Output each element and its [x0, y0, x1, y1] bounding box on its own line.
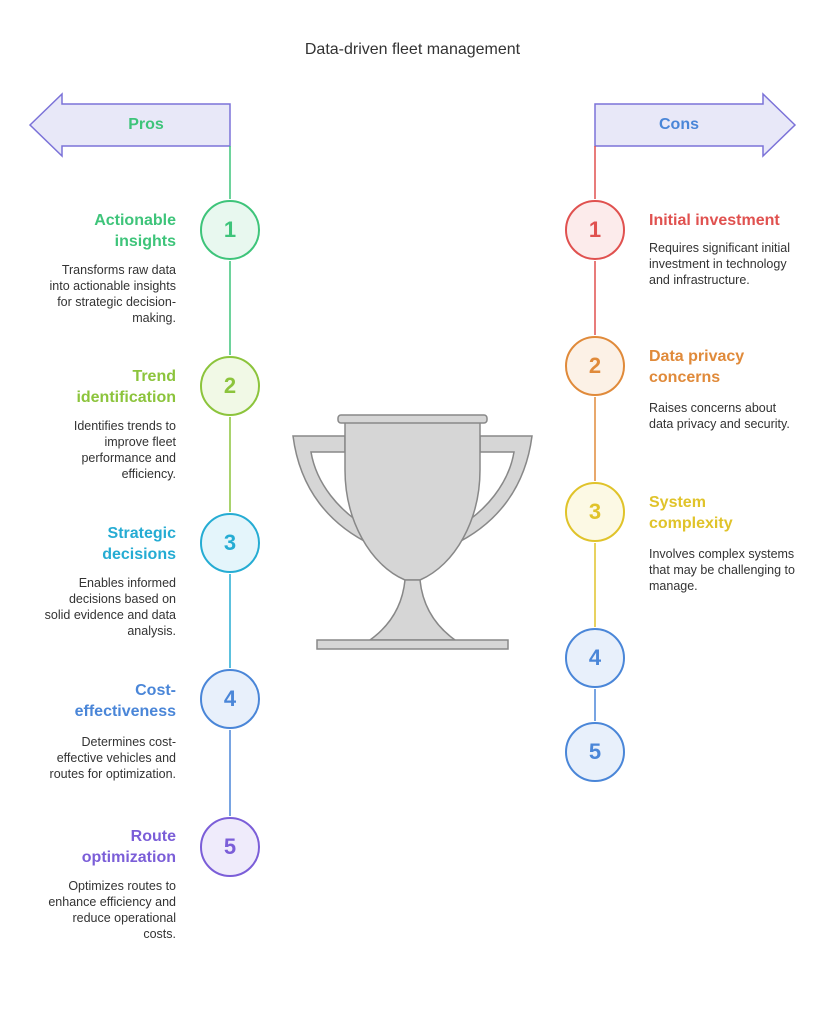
cons-label: Cons [659, 116, 699, 133]
cons-step-1-circle: 1 [565, 200, 625, 260]
pros-step-2-circle: 2 [200, 356, 260, 416]
pros-step-5-desc: Optimizes routes to enhance efficiency a… [48, 879, 176, 941]
cons-step-3-circle: 3 [565, 482, 625, 542]
pros-step-2-desc: Identifies trends to improve fleet perfo… [73, 419, 176, 481]
cons-step-2-heading: Data privacy concerns [649, 348, 745, 386]
pros-step-3-desc: Enables informed decisions based on soli… [44, 576, 176, 638]
pros-step-1-circle: 1 [200, 200, 260, 260]
cons-step-1-heading: Initial investment [649, 212, 780, 229]
cons-step-3-desc: Involves complex systems that may be cha… [649, 547, 795, 593]
cons-step-2-circle: 2 [565, 336, 625, 396]
trophy-icon [292, 414, 533, 650]
cons-step-3-heading: System complexity [649, 494, 733, 532]
pros-step-4-desc: Determines cost-effective vehicles and r… [49, 735, 176, 781]
cons-step-1-desc: Requires significant initial investment … [649, 241, 791, 287]
pros-step-3-heading: Strategic decisions [102, 525, 176, 563]
pros-step-4-circle: 4 [200, 669, 260, 729]
cons-step-5-circle: 5 [565, 722, 625, 782]
pros-step-1-heading: Actionable insights [94, 212, 176, 250]
cons-step-4-circle: 4 [565, 628, 625, 688]
cons-step-2-desc: Raises concerns about data privacy and s… [649, 401, 790, 431]
pros-arrow-shape [28, 92, 231, 158]
pros-step-1-desc: Transforms raw data into actionable insi… [49, 263, 176, 325]
pros-label: Pros [128, 116, 164, 133]
pros-step-4-heading: Cost-effectiveness [74, 682, 176, 720]
pros-step-5-heading: Route optimization [81, 828, 176, 866]
pros-step-2-heading: Trend identification [76, 368, 176, 406]
pros-step-3-circle: 3 [200, 513, 260, 573]
pros-step-5-circle: 5 [200, 817, 260, 877]
page-title: Data-driven fleet management [304, 41, 521, 58]
cons-arrow-shape [594, 92, 797, 158]
